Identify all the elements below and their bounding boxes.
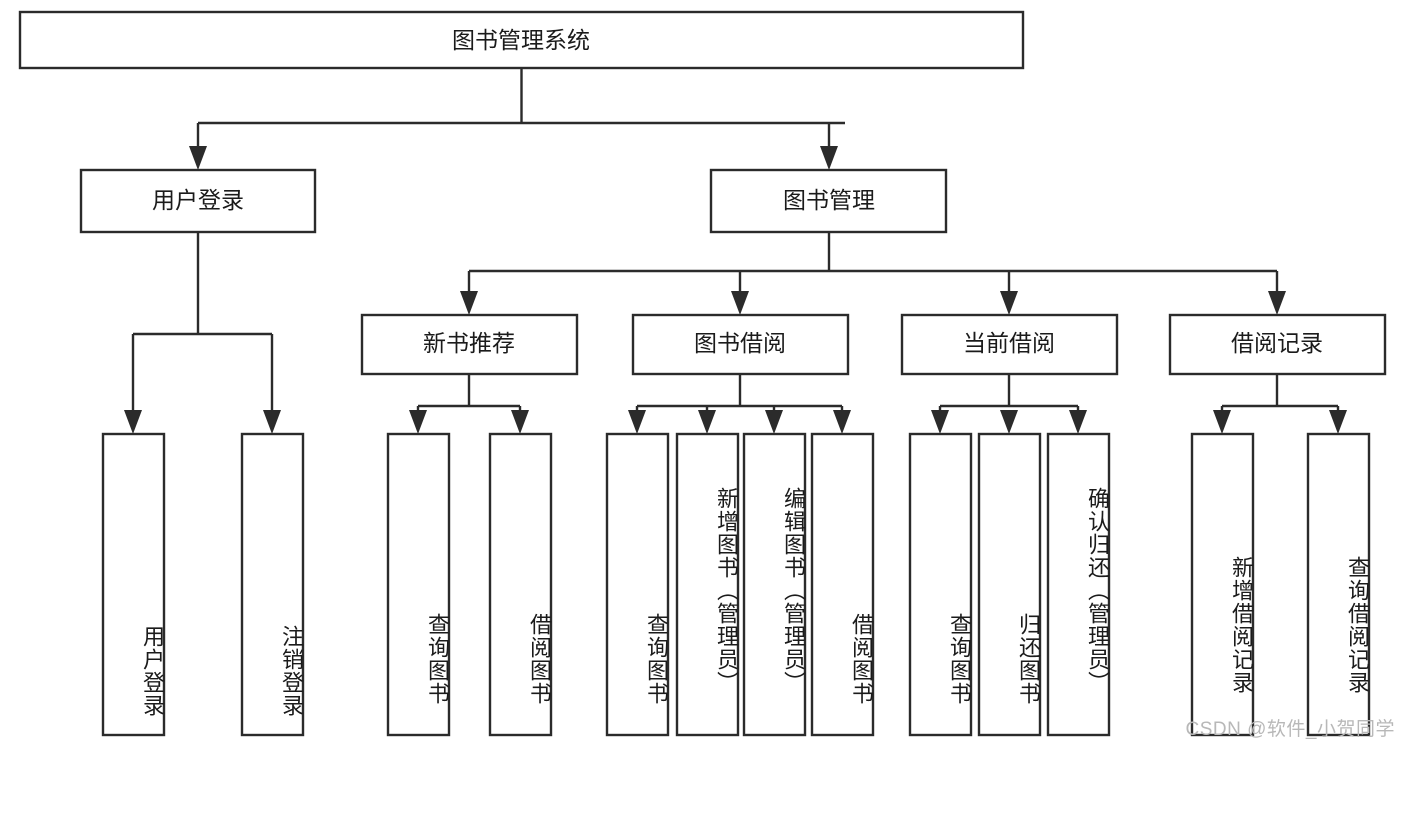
node-borrow-record[interactable]: 借阅记录 <box>1168 313 1387 376</box>
leaf-box-return-book[interactable] <box>977 432 1042 737</box>
leaf-box-confirm-return[interactable] <box>1046 432 1111 737</box>
arrow-bm-to-new-book-recommend <box>460 291 478 315</box>
arrow-nbr-leaf-1 <box>409 410 427 434</box>
leaf-box-user-login[interactable] <box>101 432 166 737</box>
leaf-box-query-book-1[interactable] <box>386 432 451 737</box>
arrow-br-leaf-2 <box>1329 410 1347 434</box>
flowchart-svg: 图书管理系统 用户登录 图书管理 新书推荐 图书借阅 当前借阅 借阅记录 <box>18 10 1387 737</box>
leaf-box-user-logout[interactable] <box>240 432 305 737</box>
book-management-box[interactable] <box>709 168 948 234</box>
book-borrow-box[interactable] <box>631 313 850 376</box>
arrow-bm-to-borrow-record <box>1268 291 1286 315</box>
diagram-canvas: 图书管理系统 用户登录 图书管理 新书推荐 图书借阅 当前借阅 借阅记录 <box>18 10 1395 740</box>
leaf-box-query-book-2[interactable] <box>605 432 670 737</box>
arrow-bm-to-current-borrow <box>1000 291 1018 315</box>
node-current-borrow[interactable]: 当前借阅 <box>900 313 1119 376</box>
arrow-bb-leaf-3 <box>765 410 783 434</box>
new-book-recommend-label: 新书推荐 <box>423 330 515 356</box>
user-login-box[interactable] <box>79 168 317 234</box>
arrow-user-login-leaf-2 <box>263 410 281 434</box>
node-book-borrow[interactable]: 图书借阅 <box>631 313 850 376</box>
connector-group-book-borrow <box>628 374 851 434</box>
arrow-bb-leaf-2 <box>698 410 716 434</box>
arrow-cb-leaf-2 <box>1000 410 1018 434</box>
connector-group-new-book-recommend <box>409 374 529 434</box>
root-box[interactable] <box>18 10 1025 70</box>
arrow-cb-leaf-3 <box>1069 410 1087 434</box>
leaf-box-borrow-book-2[interactable] <box>810 432 875 737</box>
leaf-box-query-book-3[interactable] <box>908 432 973 737</box>
book-borrow-label: 图书借阅 <box>694 330 786 356</box>
user-login-label: 用户登录 <box>152 187 244 213</box>
current-borrow-box[interactable] <box>900 313 1119 376</box>
connector-group-root <box>189 68 845 170</box>
node-root[interactable]: 图书管理系统 <box>18 10 1025 70</box>
new-book-recommend-box[interactable] <box>360 313 579 376</box>
csdn-watermark: CSDN @软件_小贺同学 <box>1185 719 1395 740</box>
current-borrow-label: 当前借阅 <box>963 330 1055 356</box>
arrow-bb-leaf-1 <box>628 410 646 434</box>
leaf-box-edit-book[interactable] <box>742 432 807 737</box>
arrow-user-login-leaf-1 <box>124 410 142 434</box>
leaf-box-query-record[interactable] <box>1306 432 1371 737</box>
arrow-cb-leaf-1 <box>931 410 949 434</box>
borrow-record-label: 借阅记录 <box>1231 330 1323 356</box>
arrow-bm-to-book-borrow <box>731 291 749 315</box>
connector-group-book-management <box>460 232 1286 315</box>
book-management-label: 图书管理 <box>783 187 875 213</box>
node-new-book-recommend[interactable]: 新书推荐 <box>360 313 579 376</box>
connector-group-user-login <box>124 232 281 434</box>
arrow-bb-leaf-4 <box>833 410 851 434</box>
node-user-login[interactable]: 用户登录 <box>79 168 317 234</box>
connector-group-current-borrow <box>931 374 1087 434</box>
node-book-management[interactable]: 图书管理 <box>709 168 948 234</box>
leaf-box-add-book[interactable] <box>675 432 740 737</box>
borrow-record-box[interactable] <box>1168 313 1387 376</box>
leaf-box-add-record[interactable] <box>1190 432 1255 737</box>
arrow-root-to-user-login <box>189 146 207 170</box>
arrow-br-leaf-1 <box>1213 410 1231 434</box>
leaf-boxes <box>101 432 1371 737</box>
arrow-nbr-leaf-2 <box>511 410 529 434</box>
arrow-root-to-book-management <box>820 146 838 170</box>
leaf-box-borrow-book-1[interactable] <box>488 432 553 737</box>
connector-group-borrow-record <box>1213 374 1347 434</box>
root-label: 图书管理系统 <box>452 27 590 53</box>
